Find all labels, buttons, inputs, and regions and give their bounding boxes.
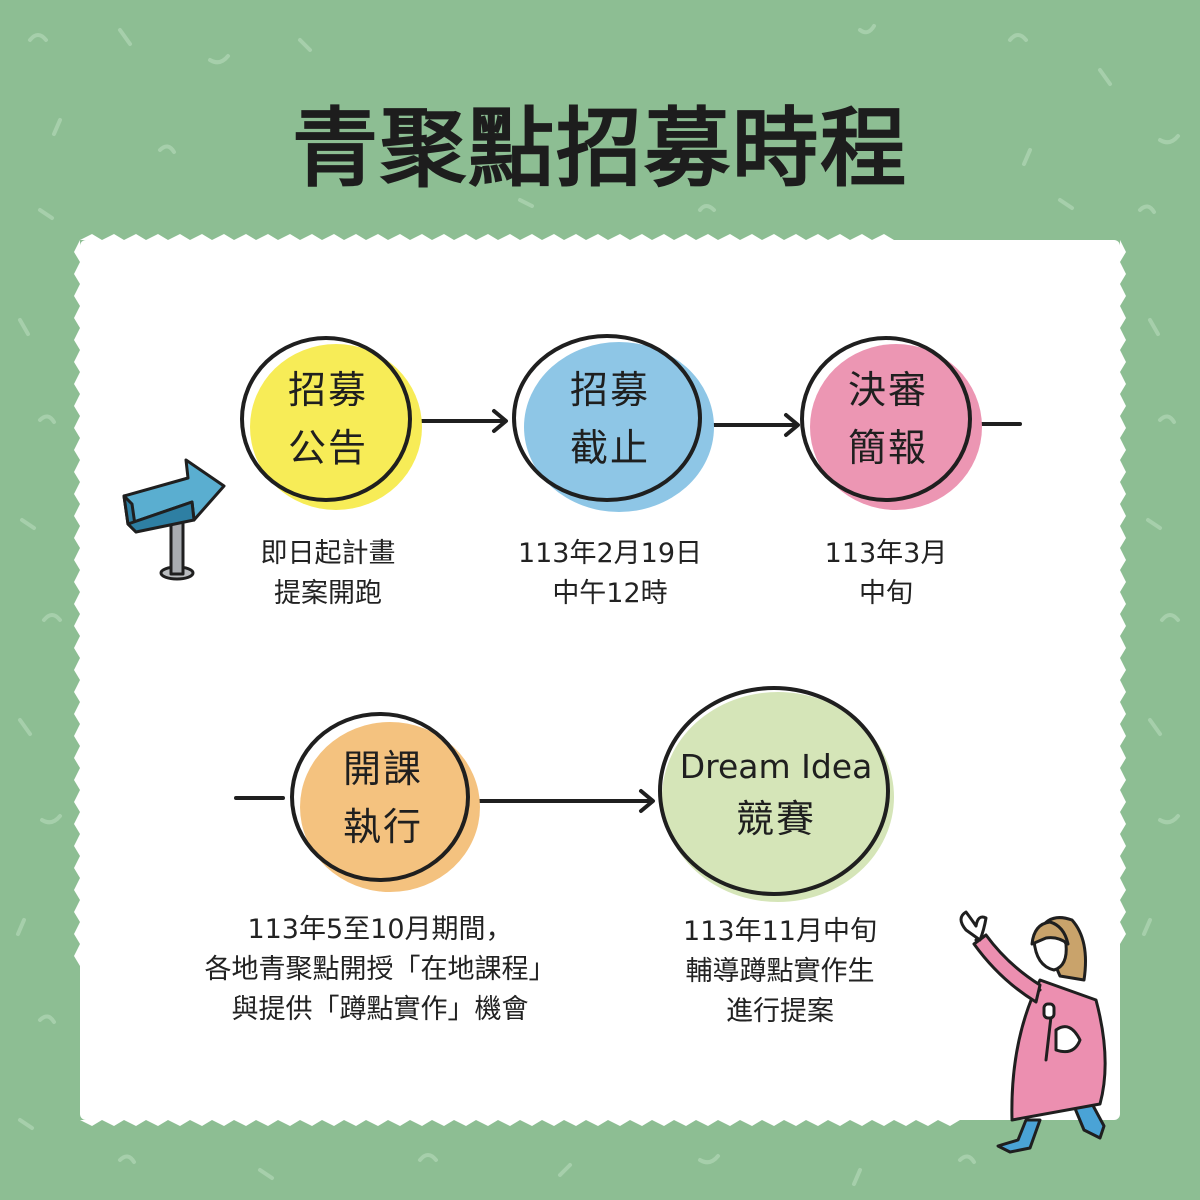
step-description: 113年11月中旬 輔導蹲點實作生 進行提案: [683, 916, 877, 1027]
step-description: 113年5至10月期間， 各地青聚點開授「在地課程」 與提供「蹲點實作」機會: [204, 914, 556, 1025]
step-course-execution: 開課 執行: [290, 712, 480, 892]
page-title: 青聚點招募時程: [292, 99, 908, 199]
step-description: 113年3月 中旬: [824, 538, 948, 609]
step-label-line2: 公告: [287, 426, 368, 470]
arrow-1-to-2: [412, 409, 508, 433]
step-label-line1: 招募: [569, 368, 650, 412]
step-label-line2: 執行: [342, 805, 423, 849]
step-dream-idea-contest: Dream Idea 競賽: [658, 686, 894, 902]
step-label-line2: 競賽: [735, 797, 816, 841]
step-label-line2: 簡報: [847, 426, 928, 470]
step-label-line1: Dream Idea: [679, 747, 873, 786]
arrow-2-to-3: [706, 413, 800, 437]
step-description: 即日起計畫 提案開跑: [260, 538, 396, 609]
step-description: 113年2月19日 中午12時: [517, 538, 703, 609]
step-final-presentation: 決審 簡報: [800, 336, 982, 510]
step-announcement: 招募 公告: [240, 336, 422, 510]
step-label-line2: 截止: [569, 426, 650, 470]
step-deadline: 招募 截止: [512, 334, 714, 512]
step-label-line1: 開課: [342, 747, 423, 791]
step-label-line1: 招募: [287, 368, 368, 412]
step-label-line1: 決審: [847, 368, 928, 412]
arrow-4-to-5: [478, 789, 655, 813]
